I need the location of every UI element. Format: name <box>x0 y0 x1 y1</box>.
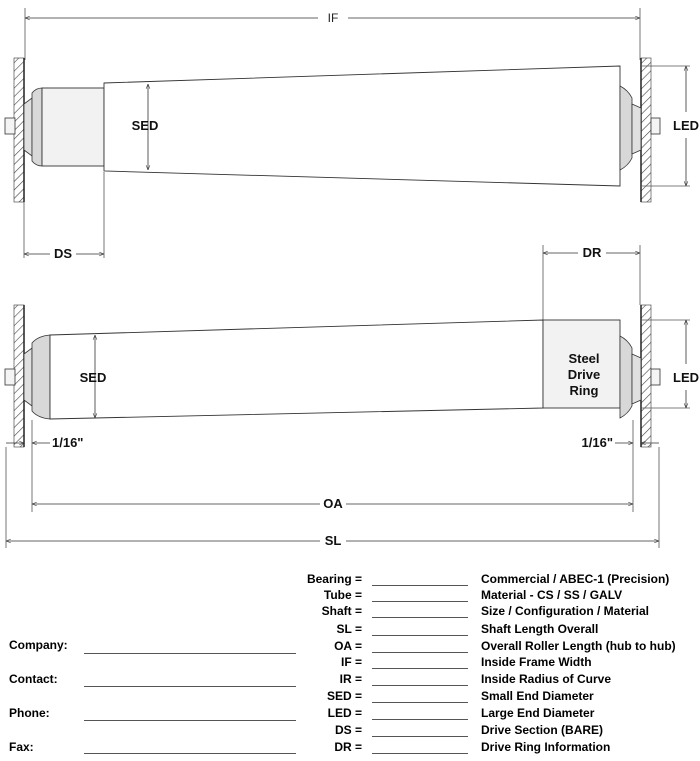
phone-field[interactable] <box>84 720 296 721</box>
right-frame <box>640 57 652 203</box>
spec-field-shaft[interactable] <box>372 617 468 618</box>
sl-label: SL <box>325 533 342 548</box>
spec-key-led: LED = <box>327 706 362 720</box>
right-shaft <box>650 117 661 135</box>
contact-label: Contact: <box>9 672 58 686</box>
sed-label-bottom: SED <box>80 370 107 385</box>
ds-label: DS <box>54 246 72 261</box>
spec-desc-tube: Material - CS / SS / GALV <box>481 588 623 602</box>
company-field[interactable] <box>84 653 296 654</box>
drive-ring-line-1: Steel <box>568 351 599 366</box>
fax-label: Fax: <box>9 740 34 754</box>
left-shaft <box>4 117 16 135</box>
bottom-roller: DR Steel Drive Ring SED LED <box>4 245 699 548</box>
spec-desc-sl: Shaft Length Overall <box>481 622 599 636</box>
oa-label: OA <box>323 496 343 511</box>
roller-diagram: IF SED LED DS <box>4 8 699 548</box>
spec-desc-ds: Drive Section (BARE) <box>481 723 604 737</box>
dr-label: DR <box>583 245 602 260</box>
spec-field-dr[interactable] <box>372 753 468 754</box>
spec-desc-if: Inside Frame Width <box>481 655 592 669</box>
spec-desc-ir: Inside Radius of Curve <box>481 672 612 686</box>
spec-field-sed[interactable] <box>372 702 468 703</box>
contact-field[interactable] <box>84 686 296 687</box>
drive-section <box>41 87 105 167</box>
drive-ring-line-3: Ring <box>570 383 599 398</box>
spec-field-oa[interactable] <box>372 652 468 653</box>
spec-field-ir[interactable] <box>372 685 468 686</box>
spec-desc-oa: Overall Roller Length (hub to hub) <box>481 639 676 653</box>
top-roller: IF SED LED DS <box>4 8 699 261</box>
tapered-tube-bottom <box>49 319 544 420</box>
spec-key-sl: SL = <box>336 622 362 636</box>
spec-field-ds[interactable] <box>372 736 468 737</box>
spec-key-shaft: Shaft = <box>321 604 362 618</box>
spec-desc-shaft: Size / Configuration / Material <box>481 604 650 618</box>
company-label: Company: <box>9 638 68 652</box>
phone-label: Phone: <box>9 706 50 720</box>
right-gap-label: 1/16" <box>582 435 613 450</box>
led-label-top: LED <box>673 118 699 133</box>
fax-field[interactable] <box>84 753 296 754</box>
spec-desc-led: Large End Diameter <box>481 706 595 720</box>
left-frame <box>13 57 25 203</box>
spec-field-led[interactable] <box>372 719 468 720</box>
led-label-bottom: LED <box>673 370 699 385</box>
left-gap-label: 1/16" <box>52 435 83 450</box>
left-frame-bottom <box>13 304 25 448</box>
spec-key-ir: IR = <box>339 672 362 686</box>
spec-field-tube[interactable] <box>372 601 468 602</box>
spec-key-oa: OA = <box>334 639 362 653</box>
spec-field-bearing[interactable] <box>372 585 468 586</box>
spec-desc-dr: Drive Ring Information <box>481 740 611 754</box>
spec-desc-sed: Small End Diameter <box>481 689 594 703</box>
if-dimension-label: IF <box>328 11 339 25</box>
spec-key-if: IF = <box>340 655 362 669</box>
spec-key-bearing: Bearing = <box>306 572 362 586</box>
drive-ring-line-2: Drive <box>568 367 601 382</box>
spec-field-if[interactable] <box>372 668 468 669</box>
spec-field-sl[interactable] <box>372 635 468 636</box>
spec-key-ds: DS = <box>334 723 362 737</box>
right-frame-bottom <box>640 304 652 448</box>
spec-key-sed: SED = <box>326 689 362 703</box>
spec-desc-bearing: Commercial / ABEC-1 (Precision) <box>481 572 670 586</box>
sed-label-top: SED <box>132 118 159 133</box>
spec-key-tube: Tube = <box>323 588 362 602</box>
tapered-tube <box>103 65 621 187</box>
spec-key-dr: DR = <box>334 740 362 754</box>
